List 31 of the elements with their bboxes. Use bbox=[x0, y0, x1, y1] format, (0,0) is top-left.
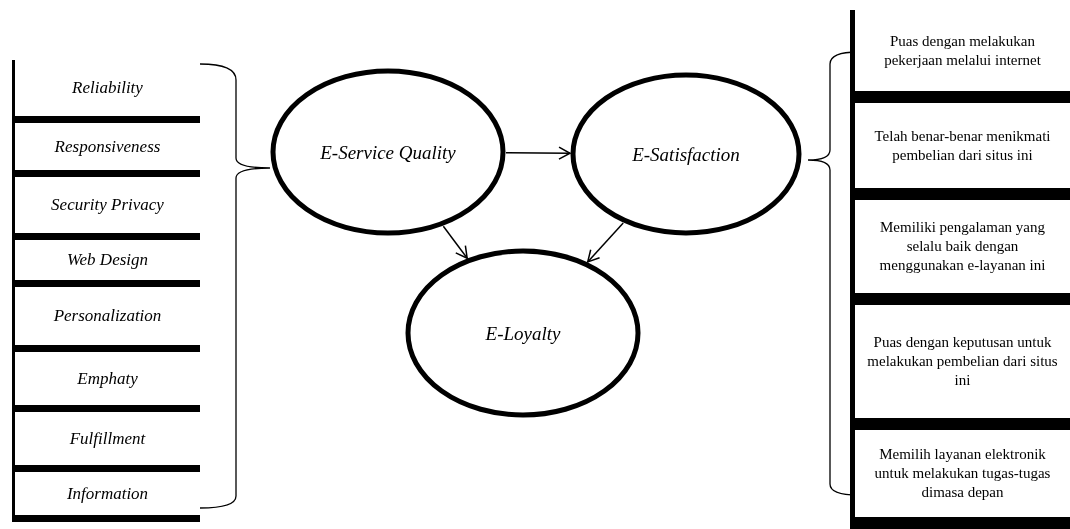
construct-label: E-Loyalty bbox=[485, 321, 561, 345]
indicator-label: Security Privacy bbox=[51, 195, 164, 215]
indicator-label: Puas dengan keputusan untuk melakukan pembelian dari situs ini bbox=[867, 333, 1058, 390]
indicator-box bbox=[12, 352, 200, 412]
indicator-label: Fulfillment bbox=[69, 428, 146, 449]
arrow bbox=[442, 225, 468, 259]
indicator-box bbox=[12, 412, 200, 472]
indicator-box bbox=[12, 177, 200, 240]
indicator-label: Emphaty bbox=[77, 368, 138, 389]
indicator-box bbox=[12, 472, 200, 522]
indicator-box bbox=[850, 430, 1070, 529]
indicator-label: Information bbox=[66, 483, 149, 504]
indicator-label: Personalization bbox=[53, 306, 162, 326]
indicator-label: Web Design bbox=[66, 250, 149, 270]
indicator-box bbox=[850, 305, 1070, 430]
indicator-label: Puas dengan melakukan pekerjaan melalui internet bbox=[883, 31, 1042, 70]
indicator-label: Reliability bbox=[72, 78, 143, 98]
indicator-box bbox=[850, 103, 1070, 200]
indicator-box bbox=[850, 10, 1070, 103]
indicator-label: Memiliki pengalaman yang selalu baik dengan menggunakan e-layanan ini bbox=[878, 218, 1047, 275]
construct-label: E-Service Quality bbox=[320, 140, 456, 164]
indicator-box bbox=[12, 287, 200, 352]
indicator-label: Responsiveness bbox=[54, 136, 161, 157]
indicator-label: Telah benar-benar menikmati pembelian dari situs ini bbox=[873, 126, 1052, 165]
indicator-box bbox=[12, 240, 200, 287]
indicator-box bbox=[850, 200, 1070, 305]
indicator-label: Memilih layanan elektronik untuk melakukan tugas-tugas dimasa depan bbox=[873, 445, 1052, 502]
construct-label: E-Satisfaction bbox=[632, 142, 740, 166]
indicator-box bbox=[12, 123, 200, 177]
arrow bbox=[586, 222, 624, 263]
arrow bbox=[505, 146, 571, 160]
